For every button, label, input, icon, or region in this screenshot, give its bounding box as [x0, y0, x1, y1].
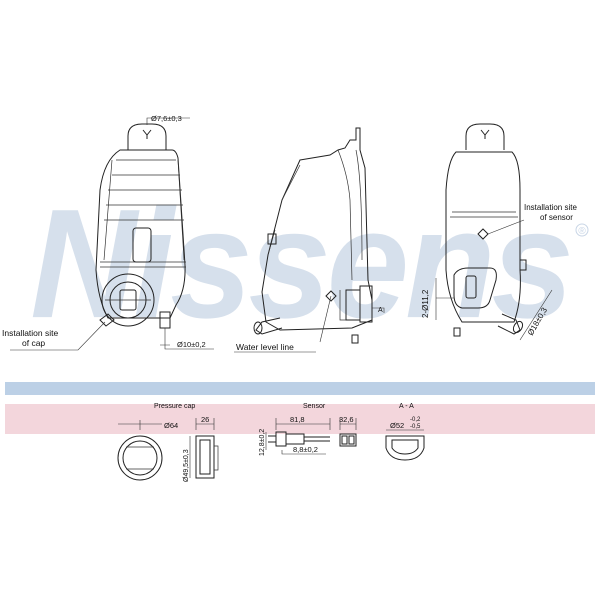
sensor-pin-dim: 8,8±0,2	[293, 445, 318, 454]
side-water-level-label: Water level line	[236, 342, 294, 352]
rear-sensor-site-label-line2: of sensor	[540, 213, 573, 222]
front-bottom-dim: Ø10±0,2	[177, 340, 206, 349]
side-view: A Water level line	[234, 127, 385, 353]
sensor-side-dim: 32,6	[339, 415, 354, 424]
sensor-title: Sensor	[303, 403, 326, 410]
pressure-cap-width-dim: 26	[201, 415, 209, 424]
registered-mark: ®	[578, 226, 586, 237]
side-section-mark: A	[378, 307, 383, 314]
section-aa-title: A - A	[399, 403, 414, 410]
sensor-detail: Sensor 81,8 12,8±0,2 8,8±0,2 32,6	[259, 403, 357, 456]
brand-watermark: Nissens	[30, 178, 570, 351]
rear-left-dim: 2-Ø11,2	[421, 289, 430, 318]
sensor-height-dim: 12,8±0,2	[259, 429, 266, 456]
rear-sensor-site-label-line1: Installation site	[524, 203, 577, 212]
pressure-cap-title: Pressure cap	[154, 403, 195, 410]
front-view: Ø7,6±0,3 Installation site of cap Ø10±0,…	[2, 114, 214, 351]
front-mount-hole-dim: Ø7,6±0,3	[151, 114, 182, 123]
front-cap-site-label-line2: of cap	[22, 338, 45, 348]
bottom-band	[5, 404, 595, 434]
section-aa-detail: A - A Ø52 -0,2 -0,5	[385, 403, 425, 461]
section-aa-dia-dim: Ø52	[390, 421, 404, 430]
pressure-cap-height-dim: Ø49,5±0,3	[183, 449, 190, 482]
section-aa-tol-upper: -0,2	[410, 417, 421, 423]
top-band	[5, 382, 595, 395]
sensor-length-dim: 81,8	[290, 415, 305, 424]
front-cap-site-label-line1: Installation site	[2, 328, 58, 338]
section-aa-tol-lower: -0,5	[410, 424, 421, 430]
pressure-cap-dia-dim: Ø64	[164, 421, 178, 430]
pressure-cap-detail: Pressure cap Ø64 26 Ø49,5±0,3	[117, 403, 219, 482]
